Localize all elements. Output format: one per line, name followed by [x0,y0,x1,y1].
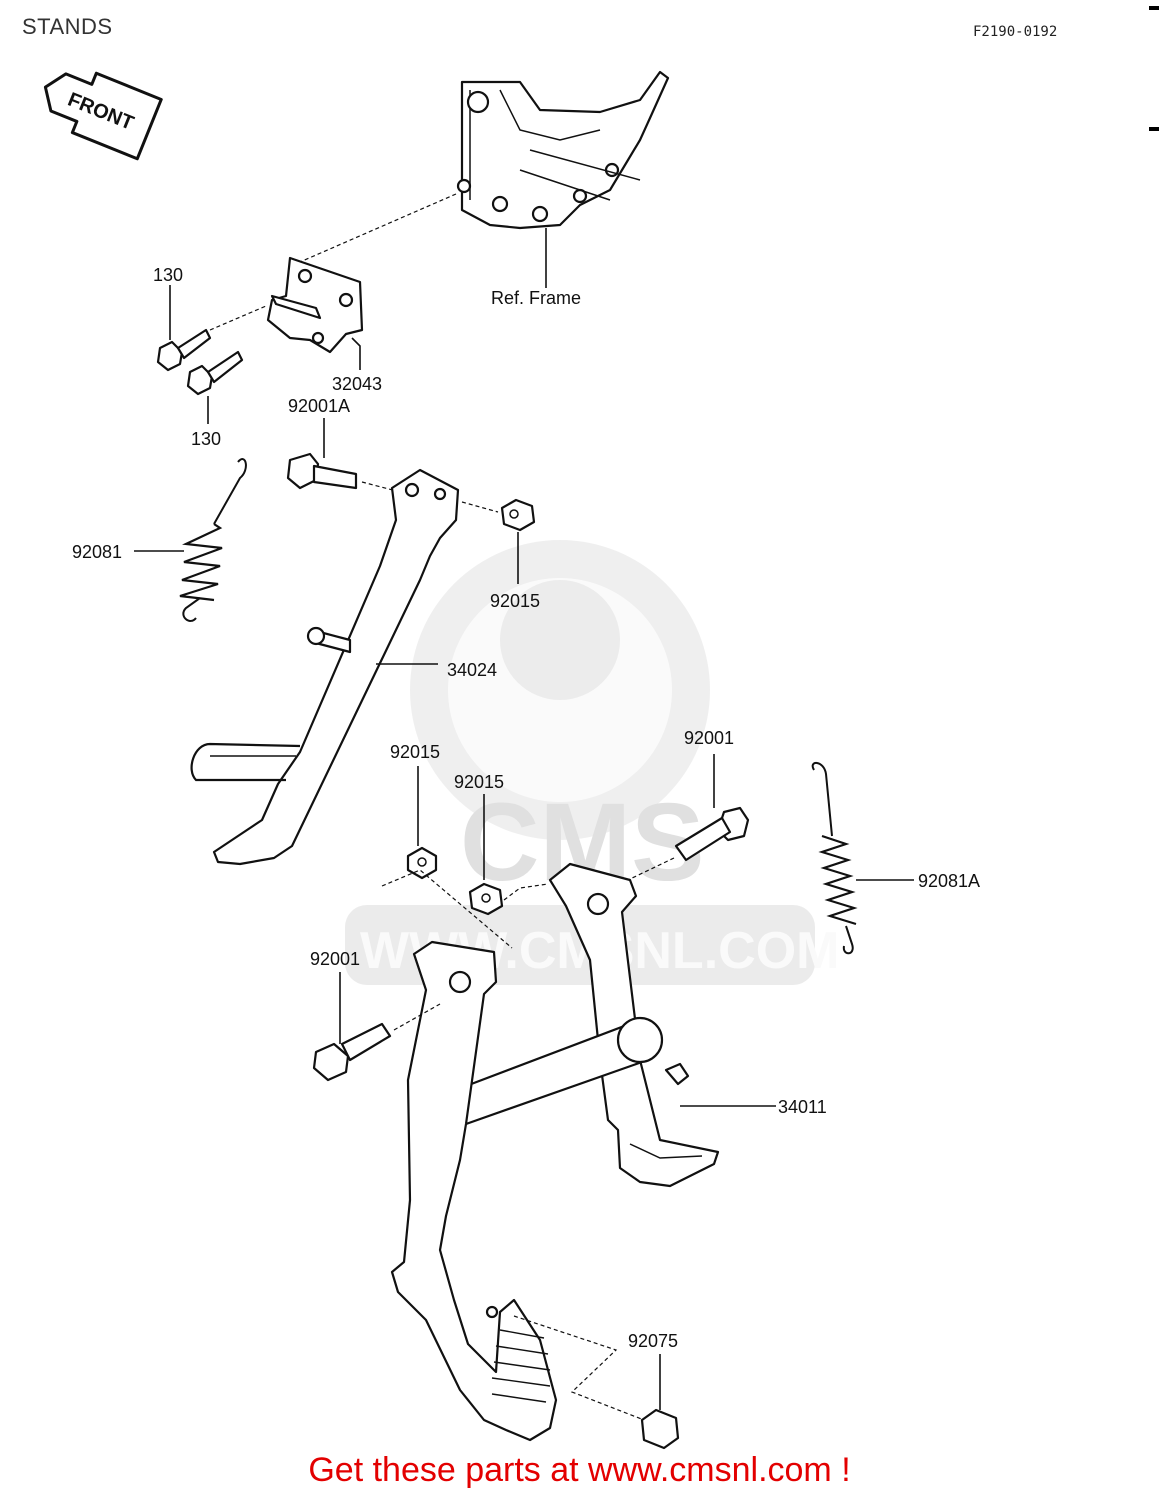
nut-92015-right [381,794,549,949]
edge-mark-top [1149,6,1159,10]
label-34011: 34011 [778,1097,827,1117]
page-title: STANDS [22,14,113,39]
label-92075: 92075 [628,1331,678,1351]
label-92081: 92081 [72,542,122,562]
label-130-upper: 130 [153,265,183,285]
nut-92015-upper [500,498,536,584]
spring-92081A [811,762,914,955]
label-32043: 32043 [332,374,382,394]
promo-link[interactable]: Get these parts at www.cmsnl.com ! [308,1451,851,1489]
cms-watermark: CMS WWW.CMSNL.COM [345,540,839,985]
spring-92081 [134,458,247,622]
side-stand-34024 [190,468,460,866]
label-92015-upper: 92015 [490,591,540,611]
diagram-code: F2190-0192 [973,24,1058,40]
bolt-130-upper [156,285,212,372]
reference-frame: Ref. Frame [456,70,670,308]
edge-mark-bottom [1149,127,1159,131]
bolt-130-lower [186,350,244,424]
label-92015-right: 92015 [454,772,504,792]
bolt-92001-right [627,754,750,881]
bolt-92001A [286,418,499,513]
label-92001-right: 92001 [684,728,734,748]
nut-92015-left [406,766,438,880]
label-92081A: 92081A [918,871,980,891]
bracket-32043 [209,193,457,370]
label-92001-left: 92001 [310,949,360,969]
center-stand-34011 [390,862,776,1442]
ref-frame-label: Ref. Frame [491,288,581,308]
label-34024: 34024 [447,660,497,680]
front-arrow: FRONT [43,71,163,161]
label-92001A: 92001A [288,396,350,416]
label-92015-left: 92015 [390,742,440,762]
part-number-labels: 130 130 32043 92001A 92081 92015 34024 9… [72,265,980,1351]
bolt-92001-left [312,972,441,1082]
label-130-lower: 130 [191,429,221,449]
cap-92075 [513,1315,680,1450]
